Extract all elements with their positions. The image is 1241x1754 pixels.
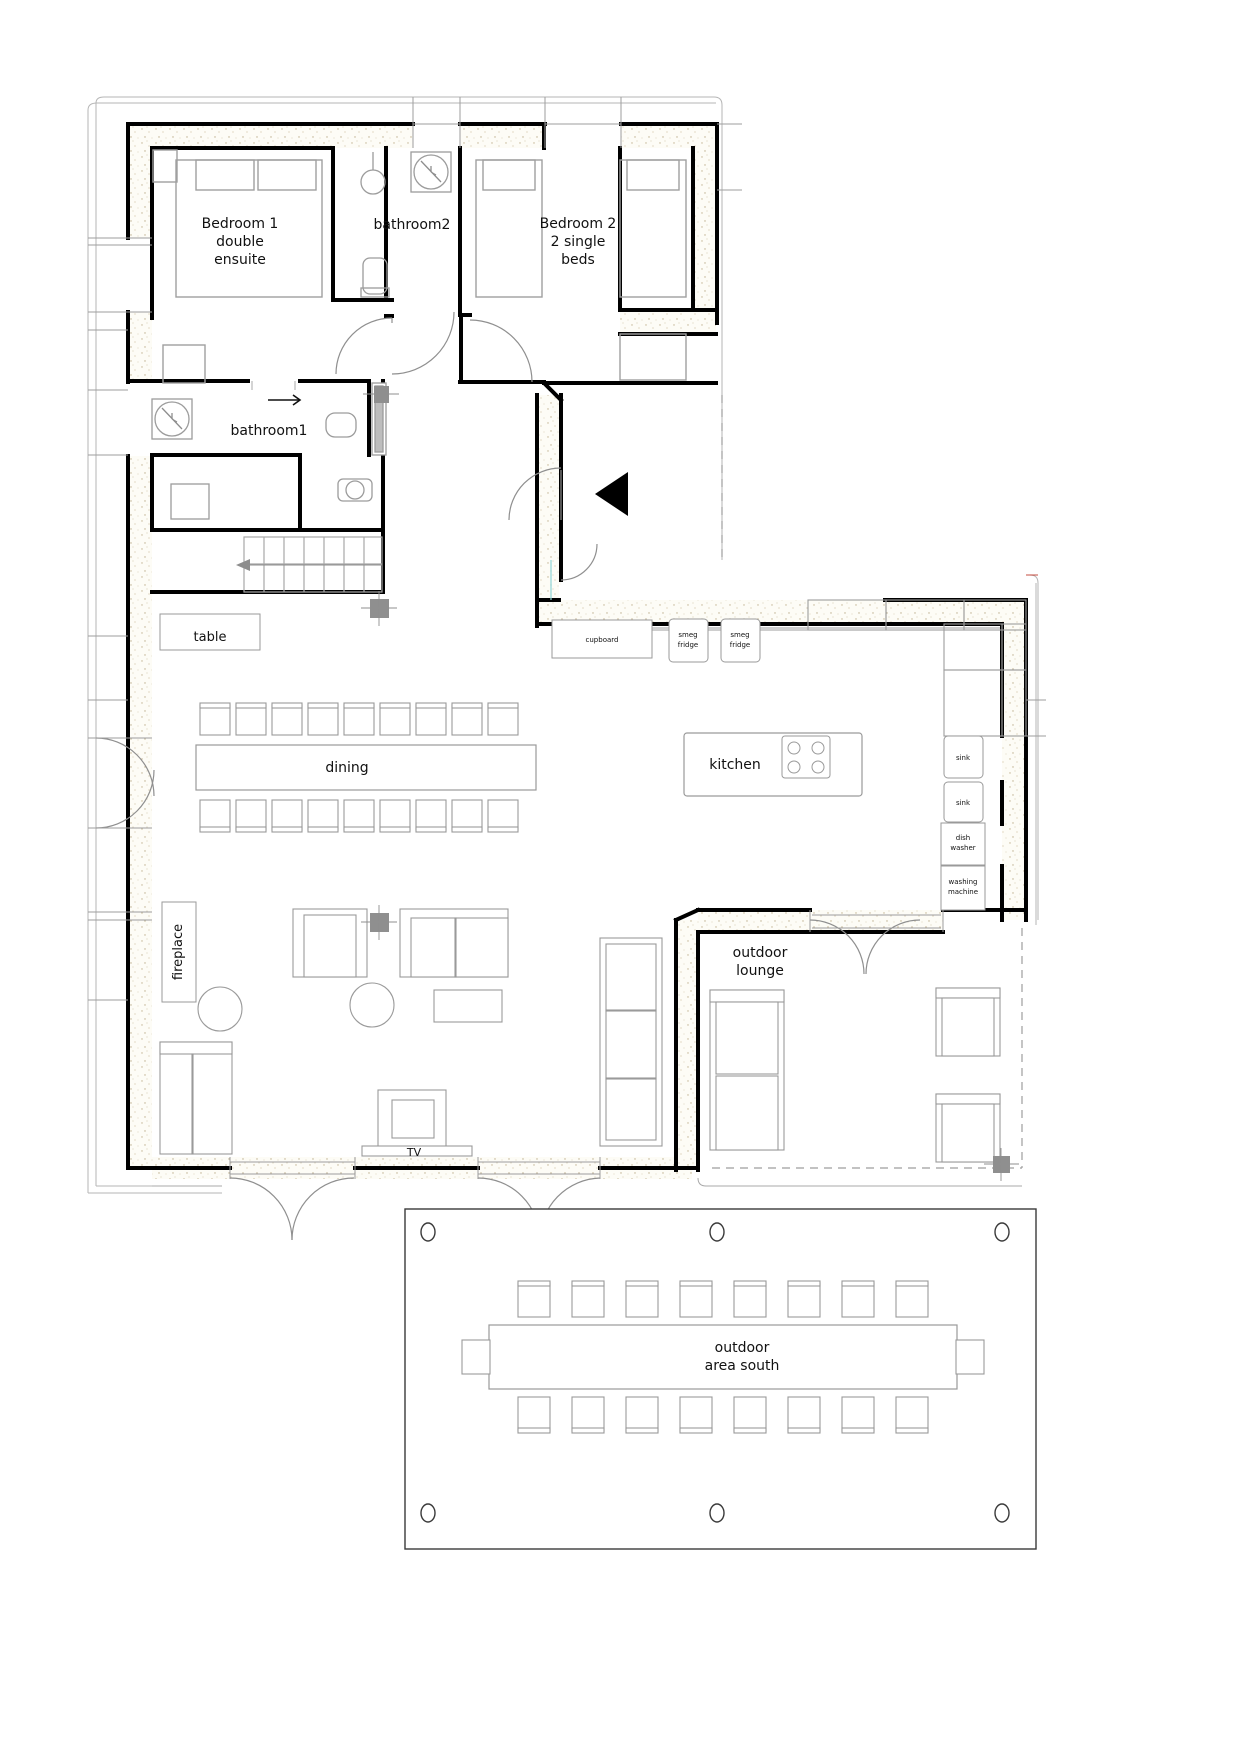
side-table-label: table <box>194 630 227 645</box>
washing-machine-label: washing machine <box>948 878 978 896</box>
outdoor-chairs-bottom <box>517 1396 929 1434</box>
terrace-posts <box>420 1222 1010 1523</box>
side-table-box <box>159 613 261 651</box>
smeg-fridge-right-label: smeg fridge <box>730 631 750 649</box>
svg-text:smeg: smeg <box>678 631 697 639</box>
windows <box>88 97 1046 1179</box>
fireplace-box <box>161 901 197 1003</box>
svg-text:beds: beds <box>561 252 595 268</box>
stair-direction-arrow <box>236 559 382 571</box>
sink-upper-label: sink <box>956 754 971 762</box>
bedroom-2-label: Bedroom 2 2 single beds <box>540 216 617 268</box>
bedroom-1-furniture <box>152 149 323 384</box>
svg-text:fridge: fridge <box>678 641 698 649</box>
cupboard-label: cupboard <box>586 636 619 644</box>
terrace-thin-edges <box>152 1177 1022 1187</box>
dining-chairs-bottom <box>199 799 519 833</box>
sink-lower-label: sink <box>956 799 971 807</box>
tv-label: TV <box>406 1146 422 1159</box>
appliance-boxes <box>551 618 986 911</box>
bedroom-2-furniture <box>475 159 687 381</box>
outdoor-area-south-label-line1: outdoor <box>715 1340 770 1356</box>
svg-text:2 single: 2 single <box>551 234 606 250</box>
outdoor-dining-table <box>488 1324 958 1390</box>
dish-washer-label: dish washer <box>950 834 975 852</box>
terrace-dashed-outline <box>712 395 1023 1169</box>
svg-text:double: double <box>216 234 264 250</box>
svg-text:ensuite: ensuite <box>214 252 266 268</box>
svg-text:smeg: smeg <box>730 631 749 639</box>
dining-label: dining <box>325 760 368 776</box>
dining-table <box>195 744 537 791</box>
fireplace-label: fireplace <box>171 924 186 980</box>
bathroom-1-label: bathroom1 <box>231 423 308 439</box>
svg-text:machine: machine <box>948 888 978 896</box>
accent-guide-lines <box>550 560 1038 600</box>
bathroom-2-label: bathroom2 <box>374 217 451 233</box>
svg-text:washing: washing <box>949 878 978 886</box>
outdoor-chairs-top <box>517 1280 929 1318</box>
corridor-direction-arrow <box>268 394 302 406</box>
svg-text:washer: washer <box>950 844 975 852</box>
hob-burners <box>787 741 825 774</box>
svg-text:fridge: fridge <box>730 641 750 649</box>
kitchen-label: kitchen <box>709 757 761 773</box>
bathroom-2-fixtures <box>360 151 452 298</box>
dining-chairs-top <box>199 702 519 736</box>
svg-text:Bedroom 1: Bedroom 1 <box>202 216 279 232</box>
outdoor-area-south-label-line2: area south <box>705 1358 780 1374</box>
outdoor-end-chairs <box>461 1339 985 1375</box>
direction-arrow-marker <box>595 472 628 516</box>
lounge-furniture <box>159 908 663 1157</box>
bedroom-1-label: Bedroom 1 double ensuite <box>202 216 279 268</box>
grey-square-markers <box>361 386 1019 1181</box>
outdoor-area-south-block: outdoor area south <box>404 1208 1037 1550</box>
kitchen-island <box>683 732 863 797</box>
smeg-fridge-left-label: smeg fridge <box>678 631 698 649</box>
svg-text:Bedroom 2: Bedroom 2 <box>540 216 617 232</box>
outdoor-lounge-label-line1: outdoor <box>733 945 788 961</box>
outdoor-lounge-furniture <box>709 987 1001 1163</box>
outdoor-lounge-label-line2: lounge <box>736 963 784 979</box>
svg-text:dish: dish <box>956 834 970 842</box>
